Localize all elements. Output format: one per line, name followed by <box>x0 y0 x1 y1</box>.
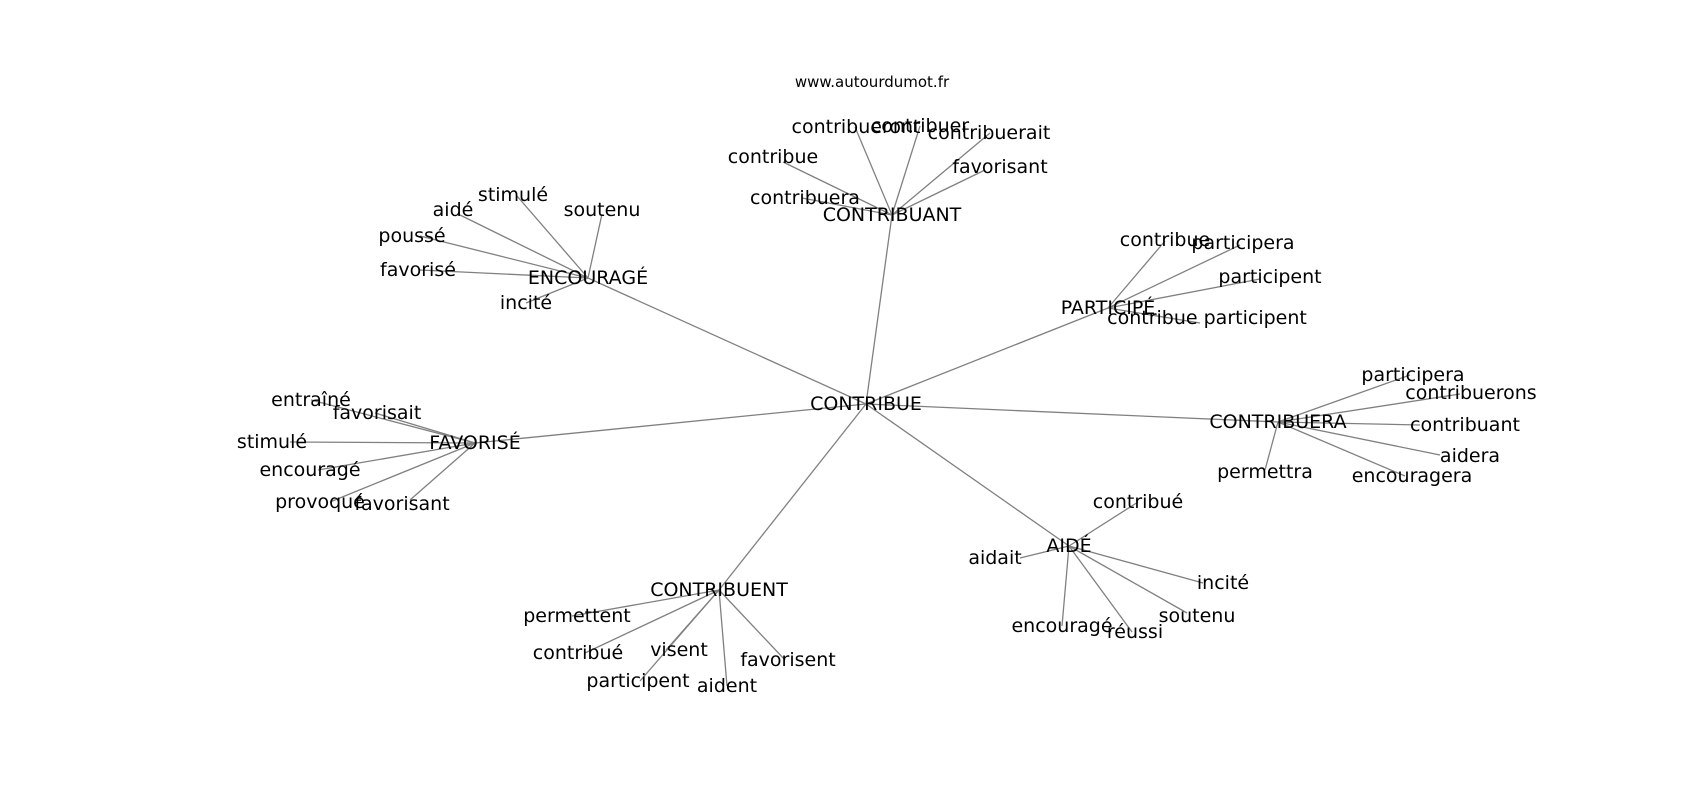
hub-word-edge <box>1019 545 1070 559</box>
hub-node: PARTICIPÉ <box>1061 296 1156 319</box>
word-node: incité <box>1197 572 1249 594</box>
word-node: encouragé <box>1011 615 1112 637</box>
word-node: favorisait <box>333 402 422 424</box>
word-node: contribué <box>533 642 623 664</box>
hub-word-edge <box>419 269 589 279</box>
word-node: contribué <box>1093 491 1183 513</box>
hub-node: CONTRIBUERA <box>1209 411 1346 433</box>
hub-word-edge <box>1277 421 1441 456</box>
word-node: contribuerons <box>1405 382 1536 404</box>
word-node: encouragera <box>1352 465 1473 487</box>
hub-word-edge <box>782 161 893 216</box>
source-watermark: www.autourdumot.fr <box>795 73 950 91</box>
word-node: soutenu <box>564 199 641 221</box>
hub-word-edge <box>329 442 476 503</box>
hub-word-edge <box>419 235 589 279</box>
hub-word-edge <box>854 126 893 216</box>
word-node: réussi <box>1107 621 1163 643</box>
graph-labels: www.autourdumot.fr CONTRIBUECONTRIBUANTc… <box>237 73 1537 697</box>
word-node: provoqué <box>275 491 365 513</box>
word-node: encouragé <box>259 459 360 481</box>
word-node: contribue <box>1120 229 1210 251</box>
word-node: contribuer <box>871 115 969 137</box>
word-node: favorisé <box>380 259 456 281</box>
hub-word-edge <box>1277 393 1461 423</box>
hub-word-edge <box>1068 501 1139 547</box>
word-node: stimulé <box>237 431 307 453</box>
word-node: contribuera <box>750 187 860 209</box>
hub-word-edge <box>718 589 786 661</box>
hub-word-edge <box>525 277 589 304</box>
hub-node: ENCOURAGÉ <box>528 266 648 289</box>
center-hub-edge <box>865 307 1109 405</box>
center-hub-edge <box>587 277 867 405</box>
word-node: aidé <box>433 199 474 221</box>
hub-word-edge <box>1107 307 1201 324</box>
center-hub-edge <box>865 403 1070 547</box>
hub-word-edge <box>1277 421 1406 477</box>
hub-word-edge <box>1068 545 1188 614</box>
hub-word-edge <box>1107 244 1241 309</box>
graph-edges <box>289 125 1461 687</box>
hub-word-edge <box>891 132 991 216</box>
word-node: favorisant <box>952 156 1047 178</box>
hub-word-edge <box>571 589 720 617</box>
center-node: CONTRIBUE <box>810 393 922 415</box>
word-node: contribuerait <box>928 122 1051 144</box>
hub-node: CONTRIBUENT <box>650 579 788 601</box>
word-node: soutenu <box>1159 605 1236 627</box>
word-node: aidera <box>1440 445 1500 467</box>
hub-word-edge <box>891 125 921 216</box>
word-node: participera <box>1361 364 1464 386</box>
hub-word-edge <box>516 195 589 279</box>
hub-word-edge <box>1068 545 1204 584</box>
word-node: contribue participent <box>1107 307 1307 329</box>
word-node: participent <box>1218 266 1321 288</box>
word-node: contribuant <box>1410 414 1520 436</box>
hub-node: CONTRIBUANT <box>823 204 962 226</box>
hub-word-edge <box>639 589 720 682</box>
center-hub-edge <box>865 403 1279 423</box>
hub-word-edge <box>1068 545 1133 633</box>
hub-word-edge <box>317 442 476 471</box>
word-node: visent <box>650 639 708 661</box>
word-node: contribueront <box>792 116 921 138</box>
hub-word-edge <box>584 589 720 654</box>
word-node: permettent <box>523 605 631 627</box>
hub-word-edge <box>1264 421 1279 471</box>
hub-word-edge <box>801 197 893 216</box>
word-node: favorisant <box>354 493 449 515</box>
hub-word-edge <box>289 441 476 444</box>
hub-word-edge <box>1277 421 1421 426</box>
word-node: stimulé <box>478 184 548 206</box>
hub-word-edge <box>409 442 476 501</box>
word-node: contribue <box>728 146 818 168</box>
word-node: poussé <box>378 225 445 247</box>
hub-word-edge <box>891 169 986 216</box>
hub-word-edge <box>718 589 728 687</box>
word-node: participent <box>586 670 689 692</box>
hub-word-edge <box>1107 278 1261 309</box>
word-node: favorisent <box>740 649 835 671</box>
word-node: aident <box>697 675 757 697</box>
hub-word-edge <box>1107 240 1166 309</box>
word-node: entraîné <box>271 389 351 411</box>
hub-node: AIDÉ <box>1046 534 1091 557</box>
hub-word-edge <box>459 214 589 279</box>
word-node: participera <box>1191 232 1294 254</box>
hub-word-edge <box>1277 374 1411 423</box>
hub-word-edge <box>587 213 603 279</box>
center-hub-edge <box>718 403 867 591</box>
word-node: permettra <box>1217 461 1313 483</box>
hub-word-edge <box>374 412 476 444</box>
word-node: incité <box>500 292 552 314</box>
hub-word-edge <box>1061 545 1070 627</box>
hub-node: FAVORISÉ <box>429 431 520 454</box>
word-node: aidait <box>968 547 1021 569</box>
center-hub-edge <box>474 403 867 444</box>
hub-word-edge <box>310 399 476 444</box>
center-hub-edge <box>865 214 893 405</box>
